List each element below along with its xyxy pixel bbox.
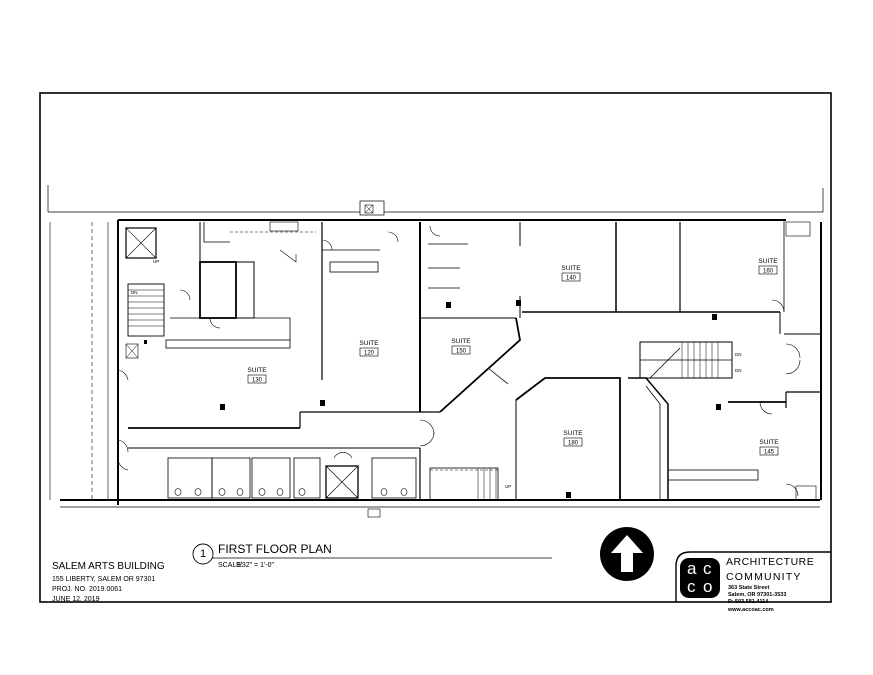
scale-value: 3/32" = 1'-0" — [236, 562, 275, 569]
suite-160: SUITE 160 — [758, 258, 778, 275]
svg-text:SUITE: SUITE — [359, 340, 379, 347]
svg-text:140: 140 — [566, 276, 577, 282]
project-date: JUNE 12, 2019 — [52, 596, 100, 603]
svg-text:120: 120 — [364, 351, 375, 357]
svg-text:UP: UP — [153, 259, 159, 264]
svg-text:SUITE: SUITE — [758, 258, 778, 265]
svg-text:160: 160 — [763, 269, 774, 275]
suite-140: SUITE 140 — [561, 265, 581, 282]
suite-145: SUITE 145 — [759, 439, 779, 456]
scale-label: SCALE: — [218, 562, 243, 569]
logo-letter-o: o — [703, 577, 713, 596]
firm-street: 363 State Street — [728, 585, 770, 591]
logo-letter-a: a — [687, 559, 697, 578]
north-arrow-icon — [600, 527, 654, 581]
svg-text:150: 150 — [456, 349, 467, 355]
drawing-number-circle — [192, 543, 214, 565]
suite-130: SUITE 130 — [247, 367, 267, 384]
svg-text:130: 130 — [252, 378, 263, 384]
column-markers — [144, 300, 721, 498]
firm-name-line1: ARCHITECTURE — [726, 556, 815, 568]
svg-text:180: 180 — [568, 441, 579, 447]
svg-text:SUITE: SUITE — [247, 367, 267, 374]
svg-text:DN: DN — [131, 290, 138, 295]
svg-text:SUITE: SUITE — [759, 439, 779, 446]
logo-letter-c1: c — [703, 559, 712, 578]
firm-phone: P: 503.581.4114 — [728, 599, 769, 605]
svg-text:SUITE: SUITE — [563, 430, 583, 437]
firm-name-line2: COMMUNITY — [726, 571, 802, 583]
svg-text:SUITE: SUITE — [451, 338, 471, 345]
floor-plan — [47, 185, 824, 518]
building-address: 155 LIBERTY, SALEM OR 97301 — [52, 576, 156, 583]
svg-text:SUITE: SUITE — [561, 265, 581, 272]
firm-city: Salem, OR 97301-3533 — [728, 592, 787, 598]
drawing-number: 1 — [199, 548, 207, 560]
svg-text:DN: DN — [735, 368, 742, 373]
firm-block-frame — [675, 551, 831, 602]
firm-logo — [680, 558, 720, 598]
firm-web: www.accoac.com — [728, 607, 774, 613]
drawing-title: FIRST FLOOR PLAN — [218, 542, 332, 556]
suite-180: SUITE 180 — [563, 430, 583, 447]
stair-labels: UP DN DN DN UP — [131, 259, 742, 489]
suite-150: SUITE 150 — [451, 338, 471, 355]
svg-text:DN: DN — [735, 352, 742, 357]
suite-120: SUITE 120 — [359, 340, 379, 357]
svg-text:UP: UP — [505, 484, 511, 489]
building-name: SALEM ARTS BUILDING — [52, 561, 165, 572]
suite-labels: SUITE 130 SUITE 120 SUITE 150 SUITE 140 … — [247, 258, 779, 456]
project-number: PROJ. NO. 2019.0061 — [52, 586, 123, 593]
svg-text:145: 145 — [764, 450, 775, 456]
logo-letter-c2: c — [687, 577, 696, 596]
sheet-border — [39, 92, 832, 603]
